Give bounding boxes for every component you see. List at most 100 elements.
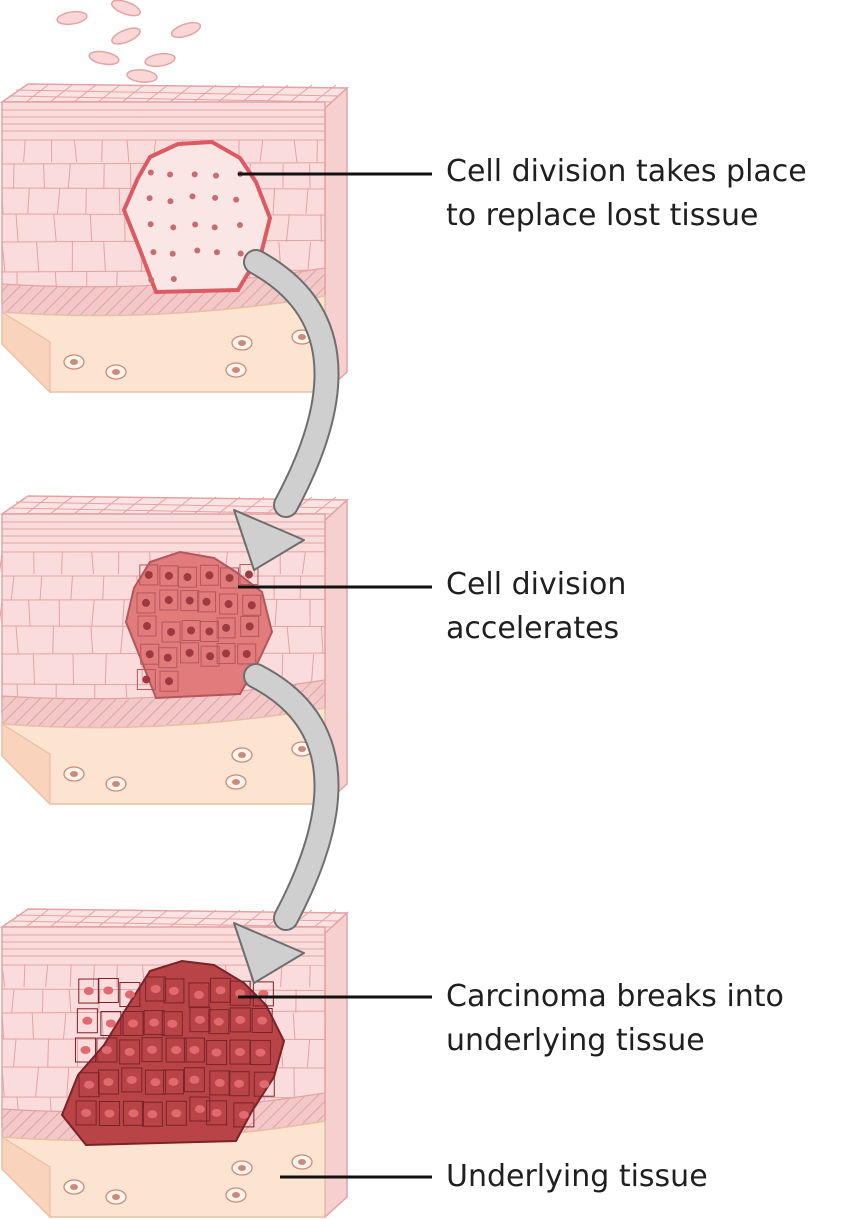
cell-nucleus xyxy=(247,601,256,610)
dividing-cell xyxy=(242,594,262,616)
carcinoma-cell xyxy=(209,1070,231,1096)
cell-nucleus xyxy=(235,989,246,998)
carcinoma-cell xyxy=(165,1100,187,1126)
carcinoma-cell xyxy=(165,1037,187,1063)
cell-nucleus xyxy=(171,1046,182,1055)
leader-lines xyxy=(238,172,432,1179)
tissue-block-1 xyxy=(0,83,349,394)
cell-nucleus xyxy=(194,1105,205,1114)
carcinoma-cell xyxy=(208,1009,230,1035)
carcinoma-cell xyxy=(229,980,251,1006)
cell-nucleus xyxy=(238,1110,249,1119)
cell-nucleus xyxy=(147,221,154,228)
cell-nucleus xyxy=(257,1016,268,1025)
cell-nucleus xyxy=(215,986,226,995)
cell-nucleus xyxy=(167,627,176,636)
dividing-cell xyxy=(239,564,259,586)
cell-nucleus xyxy=(142,598,151,607)
carcinoma-cell xyxy=(75,1100,97,1126)
cell-nucleus xyxy=(214,1078,225,1087)
cell-nucleus xyxy=(82,1016,93,1025)
carcinoma-cell xyxy=(228,1071,250,1097)
cell-nucleus xyxy=(167,198,174,205)
cell-nucleus xyxy=(235,1015,246,1024)
cell-nucleus xyxy=(222,649,231,658)
cell-nucleus xyxy=(105,1019,116,1028)
cell-nucleus xyxy=(124,1047,135,1056)
cell-nucleus xyxy=(211,1048,222,1057)
cell-nucleus xyxy=(205,627,214,636)
cell-nucleus xyxy=(211,224,218,231)
dividing-cell xyxy=(158,647,178,669)
cell-nucleus xyxy=(213,249,220,256)
cell-nucleus xyxy=(143,622,152,631)
shed-cell xyxy=(111,0,141,17)
dividing-cell xyxy=(220,567,240,589)
label-stage3-line1: Carcinoma breaks into xyxy=(446,979,784,1014)
tissue-cell-nucleus xyxy=(112,781,120,787)
cell-nucleus xyxy=(126,1075,137,1084)
label-tissue-line1: Underlying tissue xyxy=(446,1159,708,1194)
cell-nucleus xyxy=(255,1048,266,1057)
tissue-cell-nucleus xyxy=(112,1194,120,1200)
cell-nucleus xyxy=(224,600,233,609)
cell-nucleus xyxy=(103,986,114,995)
tissue-cell-nucleus xyxy=(232,1192,240,1198)
arrow-body xyxy=(245,251,338,516)
label-stage3-line2: underlying tissue xyxy=(446,1023,705,1058)
cell-nucleus xyxy=(194,247,201,254)
carcinoma-cell xyxy=(122,1010,144,1036)
cell-nucleus xyxy=(128,1019,139,1028)
carcinoma-cell xyxy=(144,1069,166,1095)
tissue-cell-nucleus xyxy=(238,752,246,758)
underlying-side xyxy=(1,722,51,806)
carcinoma-cell xyxy=(143,1010,165,1036)
cell-nucleus xyxy=(147,1110,158,1119)
carcinoma-cell xyxy=(97,977,119,1003)
carcinoma-cell xyxy=(162,1069,184,1095)
label-stage1: Cell division takes place to replace los… xyxy=(446,150,846,238)
cell-nucleus xyxy=(146,195,153,202)
carcinoma-cell xyxy=(141,1037,163,1063)
cell-nucleus xyxy=(187,626,196,635)
cell-nucleus xyxy=(150,249,157,256)
cell-nucleus xyxy=(212,194,219,201)
cell-nucleus xyxy=(234,1048,245,1057)
progression-arrow-2 xyxy=(233,663,340,984)
tissue-cell-nucleus xyxy=(112,369,120,375)
carcinoma-cell xyxy=(229,1007,251,1033)
dividing-cell xyxy=(197,591,217,613)
tissue-cell-nucleus xyxy=(238,340,246,346)
cell-nucleus xyxy=(81,1108,92,1117)
label-stage3: Carcinoma breaks into underlying tissue xyxy=(446,975,846,1063)
cell-nucleus xyxy=(83,987,94,996)
carcinoma-cell xyxy=(76,1008,98,1034)
cell-nucleus xyxy=(193,990,204,999)
cell-nucleus xyxy=(150,1078,161,1087)
cell-nucleus xyxy=(192,221,199,228)
carcinoma-cell xyxy=(161,1011,183,1037)
carcinoma-cell xyxy=(249,1040,271,1066)
dividing-cell xyxy=(159,589,179,611)
cell-nucleus xyxy=(183,573,192,582)
cell-nucleus xyxy=(170,224,177,231)
dividing-cell xyxy=(159,670,179,692)
dividing-cell xyxy=(180,642,200,664)
shed-cell xyxy=(111,27,141,45)
tissue-cell-nucleus xyxy=(298,334,306,340)
underlying-side xyxy=(1,1135,51,1219)
cell-nucleus xyxy=(147,1045,158,1054)
cell-nucleus xyxy=(167,171,174,178)
cell-nucleus xyxy=(101,1046,112,1055)
carcinoma-cell xyxy=(163,978,185,1004)
cell-nucleus xyxy=(242,649,251,658)
carcinoma-cell xyxy=(78,1072,100,1098)
progression-arrow-1 xyxy=(233,249,340,571)
dividing-cell xyxy=(137,615,157,637)
carcinoma-cell xyxy=(206,1100,228,1126)
cell-nucleus xyxy=(80,1045,91,1054)
cell-nucleus xyxy=(211,1108,222,1117)
carcinoma-cell xyxy=(74,1037,96,1063)
arrow-head xyxy=(233,509,305,571)
